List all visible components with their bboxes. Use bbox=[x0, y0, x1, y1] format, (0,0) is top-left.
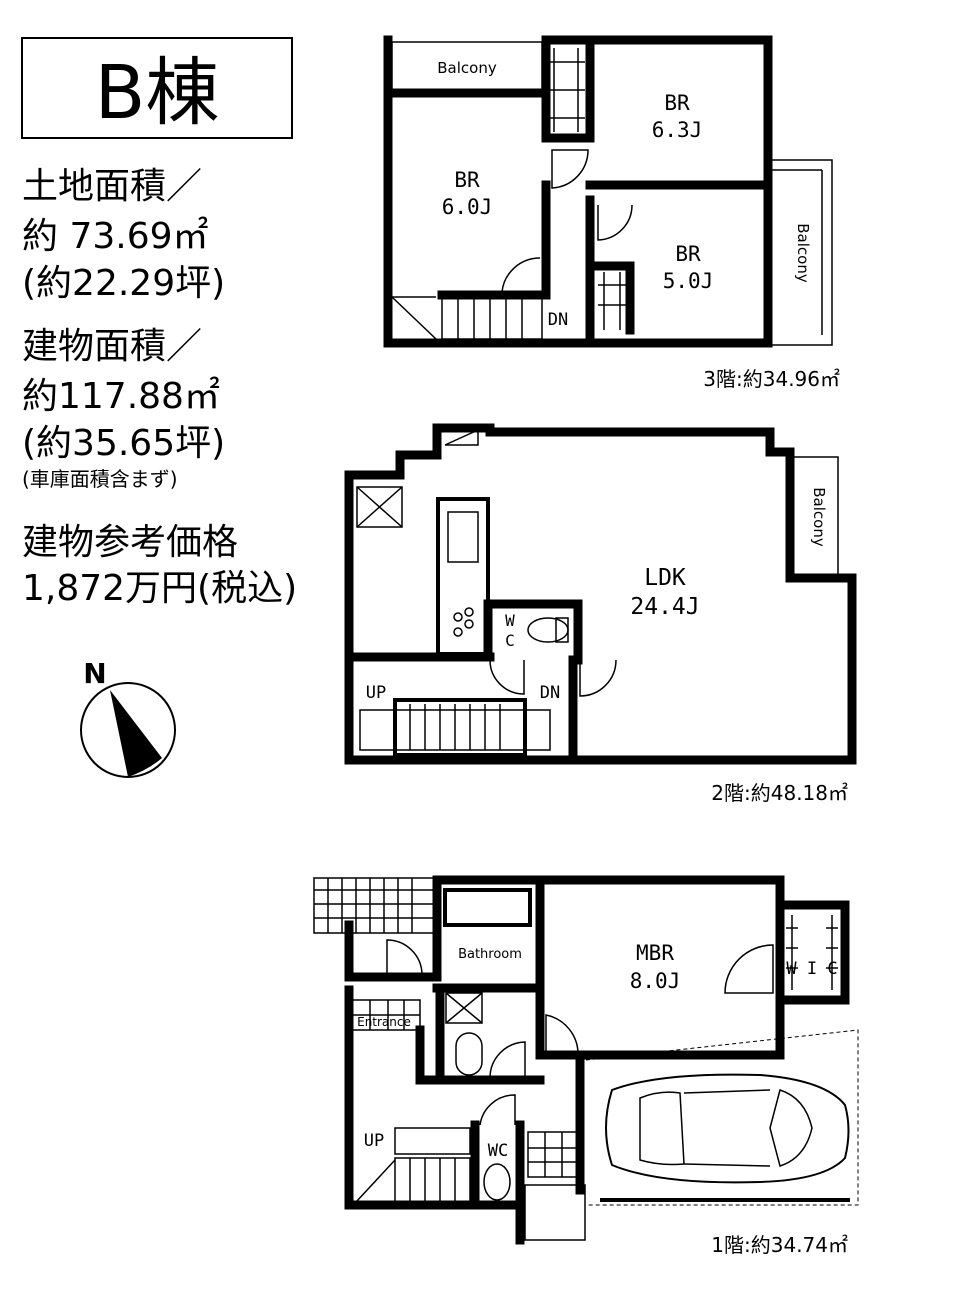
floor2-room-name: LDK bbox=[644, 565, 686, 591]
floor1-wc-label: WC bbox=[488, 1141, 508, 1161]
floor1-porch-grid bbox=[313, 877, 435, 1031]
floor3-room2-name: BR bbox=[454, 168, 480, 192]
floor1-bathroom-label: Bathroom bbox=[458, 947, 522, 962]
floor2-balcony-label: Balcony bbox=[810, 487, 828, 547]
land-area-tsubo: (約22.29坪) bbox=[22, 263, 225, 304]
floor3-closet-top bbox=[550, 48, 585, 132]
floor1-stair-up-label: UP bbox=[364, 1131, 384, 1151]
building-area-note: (車庫面積含まず) bbox=[22, 467, 178, 491]
floor1-wic-outline bbox=[775, 900, 850, 1005]
floor2-sink-icon bbox=[447, 511, 479, 563]
floor1-plan: MBR 8.0J Bathroom Entrance W I C WC UP 1… bbox=[313, 875, 859, 1257]
floor1-stair bbox=[355, 1127, 586, 1241]
price-value: 1,872万円(税込) bbox=[22, 568, 297, 609]
floor1-car-icon bbox=[605, 1073, 850, 1184]
floor3-room2-size: 6.0J bbox=[442, 195, 493, 219]
floor1-room-name: MBR bbox=[636, 941, 674, 965]
title-box bbox=[21, 37, 293, 139]
building-title: B棟 bbox=[95, 50, 220, 136]
floor2-wc-c: C bbox=[505, 631, 515, 650]
floor1-caption: 1階:約34.74㎡ bbox=[711, 1233, 848, 1257]
floor2-stair bbox=[359, 698, 551, 757]
floor1-washer-box bbox=[445, 992, 483, 1024]
floor2-stair-dn-label: DN bbox=[540, 683, 560, 703]
floor3-room3-size: 5.0J bbox=[663, 269, 714, 293]
north-compass-icon: N bbox=[80, 657, 176, 778]
building-area-label: 建物面積／ bbox=[22, 326, 202, 367]
price-label: 建物参考価格 bbox=[22, 522, 238, 563]
floor1-bathtub-icon bbox=[443, 888, 532, 927]
floor3-closet-small bbox=[598, 272, 626, 330]
floor3-stair bbox=[391, 296, 543, 340]
floor2-caption: 2階:約48.18㎡ bbox=[711, 781, 848, 805]
floor3-plan: Balcony Balcony bbox=[383, 35, 840, 391]
land-area-label: 土地面積／ bbox=[22, 166, 202, 207]
building-area-sqm: 約117.88㎡ bbox=[22, 375, 220, 417]
land-area-sqm: 約 73.69㎡ bbox=[22, 215, 209, 257]
floor3-balcony-top-label: Balcony bbox=[437, 59, 497, 77]
floor1-toilet-icon bbox=[483, 1163, 511, 1201]
floor3-caption: 3階:約34.96㎡ bbox=[703, 367, 840, 391]
floor1-room-size: 8.0J bbox=[630, 969, 681, 993]
floor2-stair-up-label: UP bbox=[366, 683, 386, 703]
floor2-stove-icon bbox=[453, 607, 474, 637]
building-area-tsubo: (約35.65坪) bbox=[22, 423, 225, 464]
floor1-garage-outline bbox=[585, 1029, 859, 1206]
floor1-sink-icon bbox=[455, 1032, 483, 1076]
floor2-plan: Balcony bbox=[344, 423, 857, 805]
floor1-wic-label: W I C bbox=[786, 959, 837, 979]
floor2-kitchen-counter bbox=[436, 497, 490, 656]
floor3-room3-name: BR bbox=[675, 242, 701, 266]
floor3-room1-size: 6.3J bbox=[652, 118, 703, 142]
floor2-toilet-icon bbox=[527, 617, 569, 643]
floor1-entrance-label: Entrance bbox=[357, 1015, 411, 1029]
compass-north-label: N bbox=[83, 657, 106, 690]
floor3-balcony-side-label: Balcony bbox=[794, 223, 812, 283]
floor3-room1-name: BR bbox=[664, 91, 690, 115]
floor2-wc-w: W bbox=[505, 611, 515, 630]
floor2-refrigerator bbox=[356, 486, 403, 528]
floor2-room-size: 24.4J bbox=[630, 594, 699, 620]
floor3-stair-label: DN bbox=[548, 310, 568, 330]
floor1-wic-shelves bbox=[786, 915, 838, 990]
